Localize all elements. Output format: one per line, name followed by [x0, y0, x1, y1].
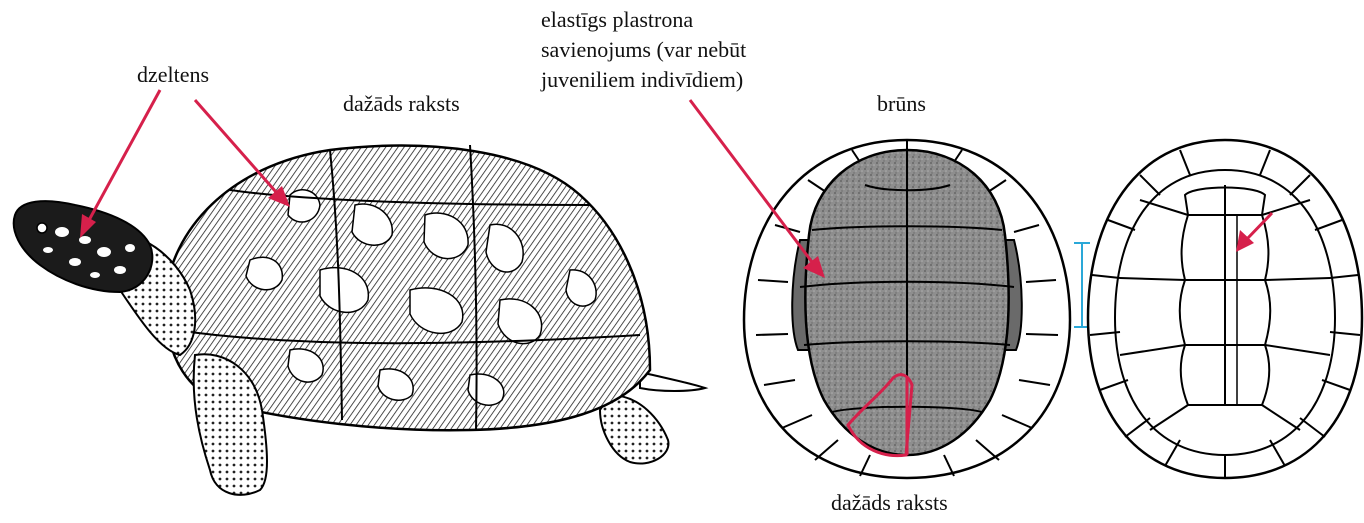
label-varied-pattern-bottom: dažāds raksts — [831, 490, 948, 516]
label-brown: brūns — [877, 91, 926, 117]
label-hinge-line-3: juveniliem indivīdiem) — [541, 67, 746, 97]
plastron-view — [1088, 140, 1362, 478]
turtle-eye-icon — [37, 223, 47, 233]
turtle-back-leg — [600, 395, 668, 463]
label-hinge-line-1: elastīgs plastrona — [541, 7, 746, 37]
turtle-side-view — [14, 145, 705, 495]
arrow-yellow-to-head — [88, 90, 160, 222]
arrow-hinge — [690, 100, 812, 262]
turtle-tail — [640, 372, 705, 391]
label-yellow: dzeltens — [137, 62, 209, 88]
arrow-yellow-to-shell — [195, 100, 276, 192]
label-varied-pattern-top: dažāds raksts — [343, 91, 460, 117]
label-hinge: elastīgs plastrona savienojums (var nebū… — [541, 7, 746, 97]
carapace-top-view — [744, 140, 1070, 478]
label-hinge-line-2: savienojums (var nebūt — [541, 37, 746, 67]
